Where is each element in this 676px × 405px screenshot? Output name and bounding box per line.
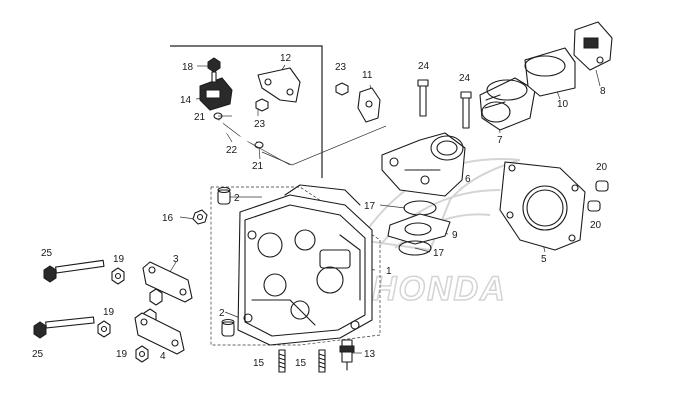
callout-18: 18: [182, 62, 194, 73]
spark-plug: [339, 339, 355, 371]
o-ring-lower: [398, 240, 432, 256]
callout-4: 4: [160, 351, 166, 362]
callout-1: 1: [386, 266, 392, 277]
callout-labels: 1 2 2 3 4 5 6 7 8 9 10 11 12 13 14 15 15…: [32, 53, 608, 369]
callout-24-left: 24: [418, 61, 430, 72]
bolt-18: [207, 57, 221, 83]
callout-25-upper: 25: [41, 248, 53, 259]
inset-box-border: [170, 45, 323, 178]
cylinder-head: [237, 184, 373, 346]
flange-bolt-right: [460, 91, 472, 129]
callout-12: 12: [280, 53, 292, 64]
callout-20-lower: 20: [590, 220, 602, 231]
washer-nut-a: [149, 288, 163, 306]
cylinder-gasket: [499, 161, 586, 251]
long-bolt-upper: [43, 259, 105, 283]
throttle-joint: [479, 77, 536, 131]
callout-6: 6: [465, 174, 471, 185]
callout-9: 9: [452, 230, 458, 241]
callout-24-right: 24: [459, 73, 471, 84]
small-bolt-23-top: [335, 82, 349, 96]
dowel-pin-upper: [217, 186, 231, 205]
callout-14: 14: [180, 95, 192, 106]
callout-13: 13: [364, 349, 376, 360]
callout-17-upper: 17: [364, 201, 376, 212]
bracket-12: [257, 67, 301, 103]
clip-21-upper: [213, 112, 223, 120]
callout-23-top: 23: [335, 62, 347, 73]
flange-bolt-left: [417, 79, 429, 117]
callout-3: 3: [173, 254, 179, 265]
dowel-pin-20-lower: [587, 200, 601, 212]
watermark-brand-text: HONDA: [372, 270, 507, 308]
callout-20-upper: 20: [596, 162, 608, 173]
callout-11: 11: [362, 70, 373, 81]
bolt-16: [192, 209, 208, 225]
dowel-pin-20-upper: [595, 180, 609, 192]
dowel-pin-lower: [221, 318, 235, 337]
callout-8: 8: [600, 86, 606, 97]
callout-5: 5: [541, 254, 547, 265]
nut-middle: [97, 320, 111, 338]
nut-upper: [111, 267, 125, 285]
callout-19-middle: 19: [103, 307, 115, 318]
callout-19-upper: 19: [113, 254, 125, 265]
callout-10: 10: [557, 99, 569, 110]
bracket-11: [357, 87, 381, 123]
side-plate-upper: [142, 261, 193, 303]
clip-21-lower: [254, 141, 264, 149]
insulator: [387, 213, 451, 245]
sensor-14: [199, 77, 233, 111]
long-bolt-lower: [33, 316, 95, 339]
side-plate-lower: [134, 312, 185, 355]
callout-2-upper: 2: [234, 193, 240, 204]
stud-bolt-right: [318, 349, 326, 373]
callout-23-inset: 23: [254, 119, 266, 130]
stud-bolt-left: [278, 349, 286, 373]
o-ring-upper: [403, 200, 437, 216]
intake-manifold: [381, 132, 466, 197]
callout-15-right: 15: [295, 358, 307, 369]
callout-17-lower: 17: [433, 248, 445, 259]
callout-2-lower: 2: [219, 308, 225, 319]
callout-22: 22: [226, 145, 238, 156]
callout-25-lower: 25: [32, 349, 44, 360]
small-bolt-23-inset: [255, 98, 269, 112]
callout-19-lower: 19: [116, 349, 128, 360]
nut-lower: [135, 345, 149, 363]
callout-15-left: 15: [253, 358, 265, 369]
callout-7: 7: [497, 135, 503, 146]
callout-16: 16: [162, 213, 174, 224]
callout-21-upper: 21: [194, 112, 206, 123]
throttle-sensor: [573, 21, 613, 71]
hose-22: [218, 119, 257, 144]
callout-21-lower: 21: [252, 161, 264, 172]
brand-watermark: HONDA: [358, 158, 521, 309]
clamp-band: [524, 47, 576, 97]
